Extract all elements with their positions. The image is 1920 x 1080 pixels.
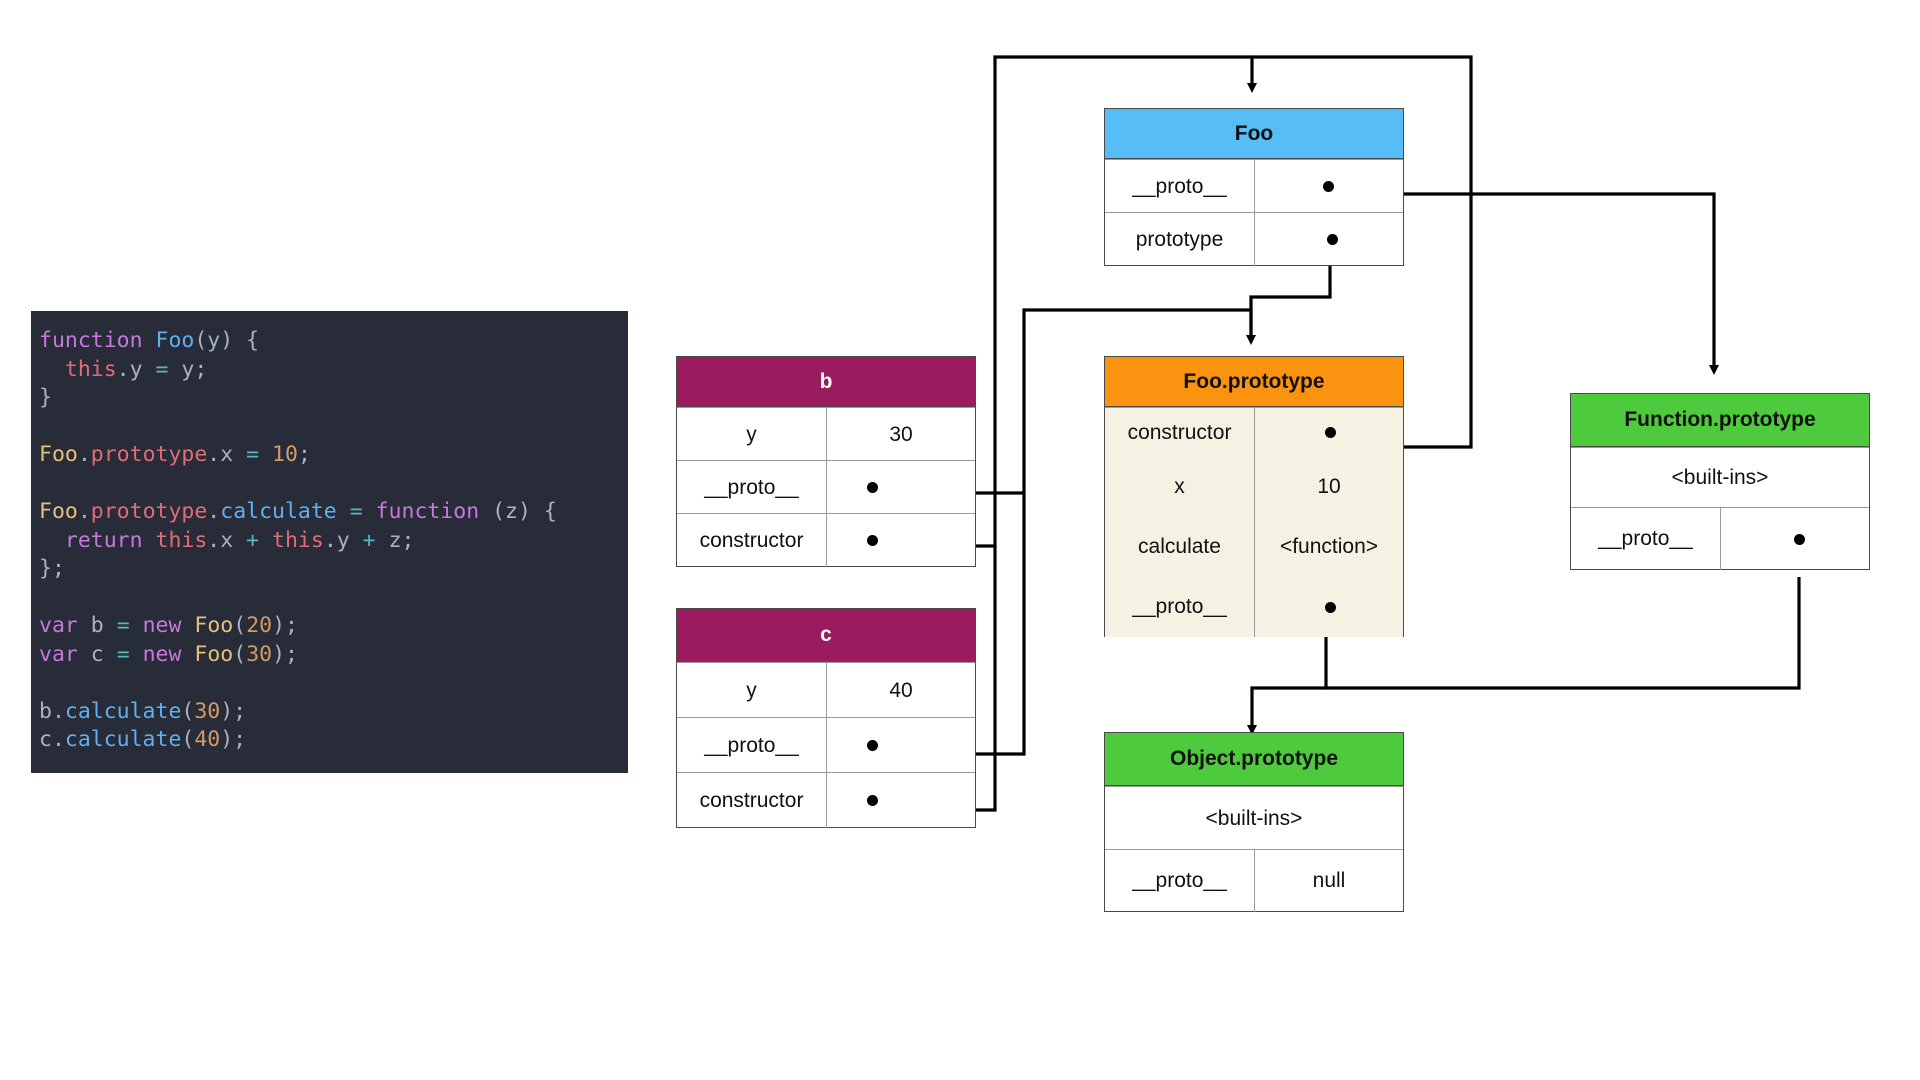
table-row: constructor bbox=[677, 772, 975, 828]
table-row: __proto__ bbox=[677, 717, 975, 773]
code-line-1: function Foo(y) { bbox=[39, 328, 260, 353]
code-line-12: var c = new Foo(30); bbox=[39, 641, 298, 667]
code-snippet-block: function Foo(y) { this.y = y;} Foo.proto… bbox=[31, 311, 628, 773]
node-foo-prototype-value-proto bbox=[1255, 577, 1403, 637]
code-line-10 bbox=[39, 584, 628, 613]
node-b-value-constructor bbox=[827, 514, 975, 567]
node-foo-prototype-value-x: 10 bbox=[1255, 457, 1403, 517]
node-foo-prototype-value-calculate: <function> bbox=[1255, 517, 1403, 577]
table-row: y 30 bbox=[677, 407, 975, 461]
code-line-5: Foo.prototype.x = 10; bbox=[39, 442, 311, 467]
node-b-value-proto bbox=[827, 461, 975, 514]
node-foo-prototype-key-proto: __proto__ bbox=[1105, 577, 1255, 637]
edge-fooproto-proto bbox=[1247, 630, 1328, 735]
node-foo-value-proto bbox=[1255, 160, 1403, 213]
node-foo-prototype-value-constructor bbox=[1255, 408, 1403, 457]
code-line-2: this.y = y; bbox=[64, 356, 208, 382]
node-foo-prototype-key-x: x bbox=[1105, 457, 1255, 517]
node-b-value-y: 30 bbox=[889, 422, 913, 446]
node-c-title: c bbox=[677, 609, 975, 662]
node-b-key-constructor: constructor bbox=[677, 514, 827, 567]
node-foo: Foo __proto__ prototype bbox=[1104, 108, 1404, 266]
table-row: __proto__ bbox=[677, 460, 975, 514]
node-object-prototype: Object.prototype <built-ins> __proto__ n… bbox=[1104, 732, 1404, 912]
table-row: __proto__ bbox=[1571, 507, 1869, 570]
code-line-3: } bbox=[39, 385, 52, 410]
code-line-11: var b = new Foo(20); bbox=[39, 613, 298, 638]
node-function-prototype-key-proto: __proto__ bbox=[1571, 508, 1721, 570]
node-c-value-y: 40 bbox=[889, 678, 913, 702]
pointer-dot-icon bbox=[1325, 602, 1336, 613]
node-object-prototype-value-proto: null bbox=[1312, 869, 1346, 892]
node-b-key-proto: __proto__ bbox=[677, 461, 827, 514]
node-b-title: b bbox=[677, 357, 975, 407]
node-foo-value-prototype bbox=[1255, 213, 1403, 266]
table-row: constructor bbox=[1105, 407, 1403, 457]
code-line-4 bbox=[39, 413, 628, 442]
node-foo-prototype-key-constructor: constructor bbox=[1105, 408, 1255, 457]
table-row: <built-ins> bbox=[1105, 786, 1403, 849]
pointer-dot-icon bbox=[867, 482, 878, 493]
node-c: c y 40 __proto__ constructor bbox=[676, 608, 976, 828]
node-function-prototype-value-proto bbox=[1721, 508, 1869, 570]
node-foo-prototype: Foo.prototype constructor x 10 calculate… bbox=[1104, 356, 1404, 637]
code-line-13 bbox=[39, 669, 628, 698]
node-foo-prototype-title: Foo.prototype bbox=[1105, 357, 1403, 407]
node-object-prototype-builtins: <built-ins> bbox=[1205, 806, 1303, 830]
node-object-prototype-key-proto: __proto__ bbox=[1105, 850, 1255, 912]
table-row: <built-ins> bbox=[1571, 447, 1869, 507]
pointer-dot-icon bbox=[867, 795, 878, 806]
node-c-key-proto: __proto__ bbox=[677, 718, 827, 773]
node-foo-key-prototype: prototype bbox=[1105, 213, 1255, 266]
node-function-prototype-title: Function.prototype bbox=[1571, 394, 1869, 447]
node-b: b y 30 __proto__ constructor bbox=[676, 356, 976, 567]
node-foo-key-proto: __proto__ bbox=[1105, 160, 1255, 213]
pointer-dot-icon bbox=[867, 740, 878, 751]
table-row: __proto__ bbox=[1105, 159, 1403, 213]
pointer-dot-icon bbox=[1323, 181, 1334, 192]
node-object-prototype-title: Object.prototype bbox=[1105, 733, 1403, 786]
code-line-7: Foo.prototype.calculate = function (z) { bbox=[39, 499, 557, 524]
table-row: __proto__ null bbox=[1105, 849, 1403, 912]
table-row: __proto__ bbox=[1105, 576, 1403, 637]
node-foo-title: Foo bbox=[1105, 109, 1403, 159]
table-row: constructor bbox=[677, 513, 975, 567]
edge-foo-prototype-field bbox=[1249, 254, 1332, 340]
node-c-value-constructor bbox=[827, 773, 975, 828]
code-line-8: return this.x + this.y + z; bbox=[64, 527, 415, 553]
node-b-key-y: y bbox=[677, 408, 827, 461]
pointer-dot-icon bbox=[867, 535, 878, 546]
pointer-dot-icon bbox=[1327, 234, 1338, 245]
node-c-value-proto bbox=[827, 718, 975, 773]
table-row: prototype bbox=[1105, 212, 1403, 266]
pointer-dot-icon bbox=[1325, 427, 1336, 438]
pointer-dot-icon bbox=[1794, 534, 1805, 545]
code-line-9: }; bbox=[39, 556, 65, 581]
node-c-key-y: y bbox=[677, 663, 827, 718]
code-line-15: c.calculate(40); bbox=[39, 727, 247, 752]
node-c-key-constructor: constructor bbox=[677, 773, 827, 828]
code-line-6 bbox=[39, 470, 628, 499]
code-line-14: b.calculate(30); bbox=[39, 698, 247, 724]
node-function-prototype-builtins: <built-ins> bbox=[1671, 466, 1769, 489]
table-row: y 40 bbox=[677, 662, 975, 718]
node-foo-prototype-key-calculate: calculate bbox=[1105, 517, 1255, 577]
table-row: x 10 bbox=[1105, 456, 1403, 517]
table-row: calculate <function> bbox=[1105, 516, 1403, 577]
node-function-prototype: Function.prototype <built-ins> __proto__ bbox=[1570, 393, 1870, 570]
